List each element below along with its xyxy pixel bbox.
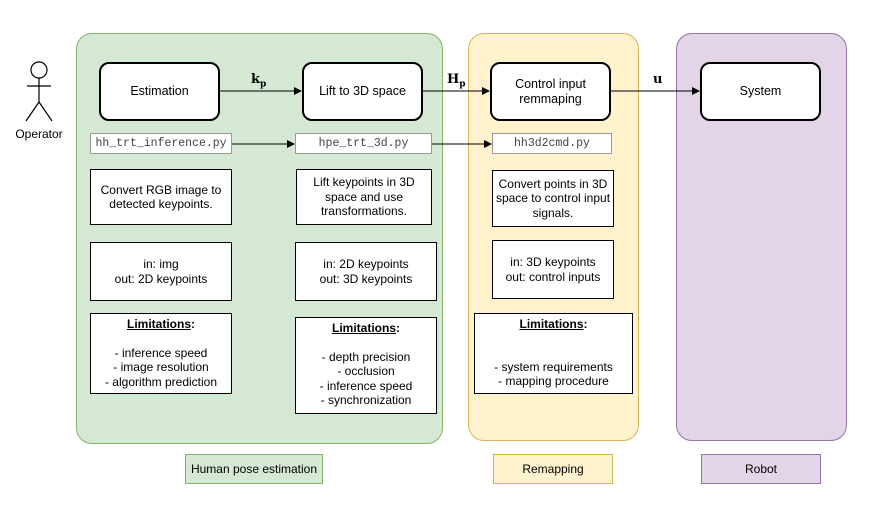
limitations-control-title: Limitations: xyxy=(519,317,588,331)
limitations-control: Limitations: - system requirements - map… xyxy=(474,313,633,394)
description-lift-text: Lift keypoints in 3D space and use trans… xyxy=(313,175,415,219)
node-system: System xyxy=(700,62,821,121)
operator-label: Operator xyxy=(15,127,63,141)
io-control-out: out: control inputs xyxy=(505,269,601,284)
list-item: - mapping procedure xyxy=(498,374,609,388)
limitations-estimation-title-text: Limitations xyxy=(126,317,191,331)
limitations-estimation-list: - inference speed - image resolution - a… xyxy=(91,346,231,390)
limitations-lift-list: - depth precision - occlusion - inferenc… xyxy=(296,350,436,408)
legend-robot: Robot xyxy=(701,454,821,484)
edge-label-hp: Hp xyxy=(447,72,466,90)
list-item: - depth precision xyxy=(321,349,411,364)
io-estimation: in: img out: 2D keypoints xyxy=(90,242,232,301)
node-estimation: Estimation xyxy=(99,62,220,121)
io-lift: in: 2D keypoints out: 3D keypoints xyxy=(295,242,437,301)
edge-label-hp-sub: p xyxy=(459,79,466,90)
legend-human-pose-estimation: Human pose estimation xyxy=(185,454,323,484)
node-control-input-remapping: Control input remmaping xyxy=(490,62,611,121)
list-item: - inference speed xyxy=(319,378,413,393)
limitations-estimation: Limitations: - inference speed - image r… xyxy=(90,313,232,394)
description-lift: Lift keypoints in 3D space and use trans… xyxy=(296,169,432,225)
edge-label-kp-main: k xyxy=(251,72,261,87)
description-estimation: Convert RGB image to detected keypoints. xyxy=(90,169,232,225)
io-control: in: 3D keypoints out: control inputs xyxy=(492,240,614,299)
node-lift-to-3d-space: Lift to 3D space xyxy=(302,62,423,121)
edge-label-hp-main: H xyxy=(447,72,460,87)
limitations-lift: Limitations: - depth precision - occlusi… xyxy=(295,317,437,414)
edge-label-kp: kp xyxy=(251,72,266,90)
edge-label-kp-sub: p xyxy=(260,79,267,90)
io-lift-in: in: 2D keypoints xyxy=(323,257,409,271)
operator-stick-figure-icon xyxy=(25,61,53,122)
list-item: - algorithm prediction xyxy=(104,374,218,389)
limitations-control-list: - system requirements - mapping procedur… xyxy=(475,360,632,389)
list-item: - image resolution xyxy=(113,360,209,374)
list-item: - synchronization xyxy=(320,393,412,407)
limitations-control-title-text: Limitations xyxy=(519,317,584,331)
io-estimation-out: out: 2D keypoints xyxy=(114,271,208,286)
description-control-text: Convert points in 3D space to control in… xyxy=(495,176,611,220)
file-hh-trt-inference: hh_trt_inference.py xyxy=(90,133,232,154)
list-item: - system requirements xyxy=(494,359,613,374)
legend-remapping: Remapping xyxy=(493,454,613,484)
edge-label-u: u xyxy=(653,72,662,87)
list-item: - occlusion xyxy=(337,364,395,378)
limitations-lift-title: Limitations: xyxy=(331,321,400,335)
io-lift-out: out: 3D keypoints xyxy=(319,271,413,286)
io-control-in: in: 3D keypoints xyxy=(510,255,596,269)
file-hh3d2cmd: hh3d2cmd.py xyxy=(492,133,612,154)
list-item: - inference speed xyxy=(114,345,208,360)
description-control: Convert points in 3D space to control in… xyxy=(492,170,614,227)
io-estimation-in: in: img xyxy=(143,257,179,271)
edge-label-u-main: u xyxy=(653,72,663,87)
limitations-lift-title-text: Limitations xyxy=(331,321,396,335)
description-estimation-text: Convert RGB image to detected keypoints. xyxy=(100,182,222,212)
limitations-estimation-title: Limitations: xyxy=(126,317,195,331)
file-hpe-trt-3d: hpe_trt_3d.py xyxy=(295,133,432,154)
